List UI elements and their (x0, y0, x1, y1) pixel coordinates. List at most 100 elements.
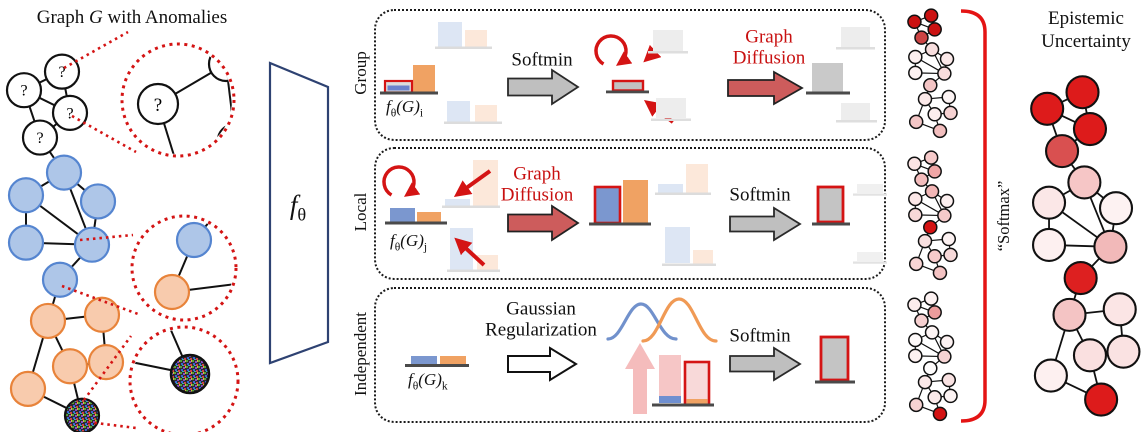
graph-node (1063, 261, 1098, 296)
graph-node (43, 53, 81, 90)
graph-node (1098, 191, 1134, 226)
independent-row-box (374, 287, 886, 423)
graph-node (907, 14, 922, 30)
script-g: G (88, 7, 103, 28)
graph-node (7, 177, 45, 214)
graph-node (1033, 358, 1068, 393)
magnifier-circle-icon (130, 214, 238, 322)
softmin-label-local: Softmin (729, 184, 791, 206)
graph-node (939, 193, 955, 209)
graph-node (1065, 75, 1100, 110)
magnifier-circle-icon (128, 325, 240, 432)
graph-node (41, 261, 79, 298)
epistemic-uncertainty-graph (1030, 75, 1141, 417)
magnifier-circle-icon (120, 42, 236, 158)
output-label-local: fθ(G)j (390, 231, 428, 254)
graph-node (939, 51, 955, 67)
graph-node (917, 374, 933, 390)
graph-node (7, 224, 45, 261)
graph-node (937, 208, 952, 223)
encoder-label: fθ (289, 190, 307, 225)
question-mark: ? (66, 105, 73, 122)
graph-node (1106, 334, 1141, 369)
graph-node (908, 348, 923, 364)
graph-node (907, 297, 922, 313)
question-mark: ? (58, 64, 65, 81)
graph-node (908, 256, 924, 272)
graph-node (932, 406, 948, 422)
output-label-group: fθ(G)i (386, 97, 424, 120)
graph-node (908, 114, 924, 130)
output-label-independent: fθ(G)k (408, 370, 448, 393)
noise-node-icon (169, 353, 211, 395)
graph-node (51, 348, 89, 385)
diffusion-label-local: Graph Diffusion (500, 163, 574, 205)
graph-node (908, 332, 923, 348)
row-label-local: Local (351, 192, 370, 232)
graph-node (927, 390, 942, 405)
graph-node (51, 94, 89, 131)
graph-node (914, 30, 929, 45)
graph-node (914, 172, 929, 187)
graph-node (923, 361, 938, 376)
graph-node (923, 8, 939, 23)
group-uncertainty-graph (907, 8, 958, 139)
graph-node (1052, 297, 1087, 332)
graph-node (908, 49, 923, 65)
graph-node (932, 265, 948, 281)
row-label-independent: Independent (351, 311, 370, 397)
graph-node (917, 233, 933, 249)
right-title: Epistemic Uncertainty (1041, 8, 1131, 52)
graph-node (932, 123, 948, 139)
question-mark: ? (222, 56, 230, 75)
graph-node (924, 42, 940, 57)
graph-node (923, 150, 939, 165)
local-row-box (374, 147, 886, 280)
graph-node (1031, 227, 1067, 263)
graph-node (943, 105, 958, 121)
graph-node (21, 119, 59, 156)
graph-node (923, 220, 938, 235)
graph-node (79, 183, 117, 220)
graph-node (1045, 134, 1080, 169)
graph-node (1072, 338, 1108, 373)
graph-node (941, 231, 957, 247)
graph-node (927, 249, 942, 264)
graph-node (941, 372, 957, 388)
graph-node (1072, 111, 1108, 147)
graph-node (87, 344, 125, 381)
input-graph: ???? (5, 53, 125, 432)
graph-node (927, 305, 942, 320)
row-label-group: Group (351, 51, 370, 95)
regularization-label: Gaussian Regularization (485, 298, 597, 340)
graph-node (908, 65, 923, 81)
graph-node (924, 184, 940, 199)
graph-node (29, 302, 67, 340)
graph-node (1030, 91, 1065, 126)
graph-node (5, 72, 43, 109)
graph-node (1093, 229, 1128, 264)
group-row-box (374, 9, 886, 141)
graph-node (1084, 382, 1119, 417)
question-mark: ? (154, 95, 162, 116)
diffusion-label-group: Graph Diffusion (732, 26, 806, 68)
graph-node (941, 89, 957, 105)
graph-node (63, 397, 101, 432)
graph-node (927, 164, 942, 179)
independent-uncertainty-graph (907, 291, 958, 422)
graph-node (937, 349, 952, 364)
magnifier-middle (61, 214, 238, 322)
local-uncertainty-graph (907, 150, 958, 281)
magnifier-bottom (82, 325, 240, 432)
graph-node (907, 156, 922, 172)
graph-node (1102, 292, 1137, 327)
softmin-label-independent: Softmin (729, 325, 791, 347)
graph-node (939, 334, 955, 350)
graph-node (943, 388, 958, 404)
graph-node (937, 66, 952, 81)
graph-node (908, 191, 923, 207)
graph-node (1031, 185, 1067, 220)
graph-node (1067, 165, 1102, 200)
graph-node (9, 370, 47, 407)
